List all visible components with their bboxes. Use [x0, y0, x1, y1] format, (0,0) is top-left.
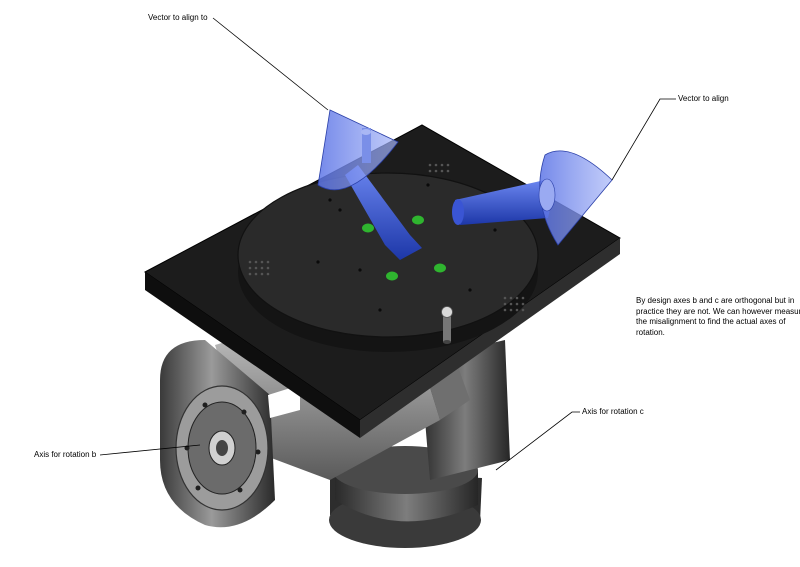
leader-lines — [99, 17, 676, 471]
vector-to-align — [452, 150, 613, 246]
label-axis-c: Axis for rotation c — [582, 407, 644, 416]
vector-to-align-to — [317, 109, 422, 260]
misalignment-note: By design axes b and c are orthogonal bu… — [636, 296, 800, 337]
label-vector-to-align-to: Vector to align to — [148, 13, 208, 22]
label-axis-b: Axis for rotation b — [34, 450, 97, 459]
green-markers — [362, 215, 446, 281]
label-vector-to-align: Vector to align — [678, 94, 729, 103]
locating-pin — [441, 306, 453, 344]
